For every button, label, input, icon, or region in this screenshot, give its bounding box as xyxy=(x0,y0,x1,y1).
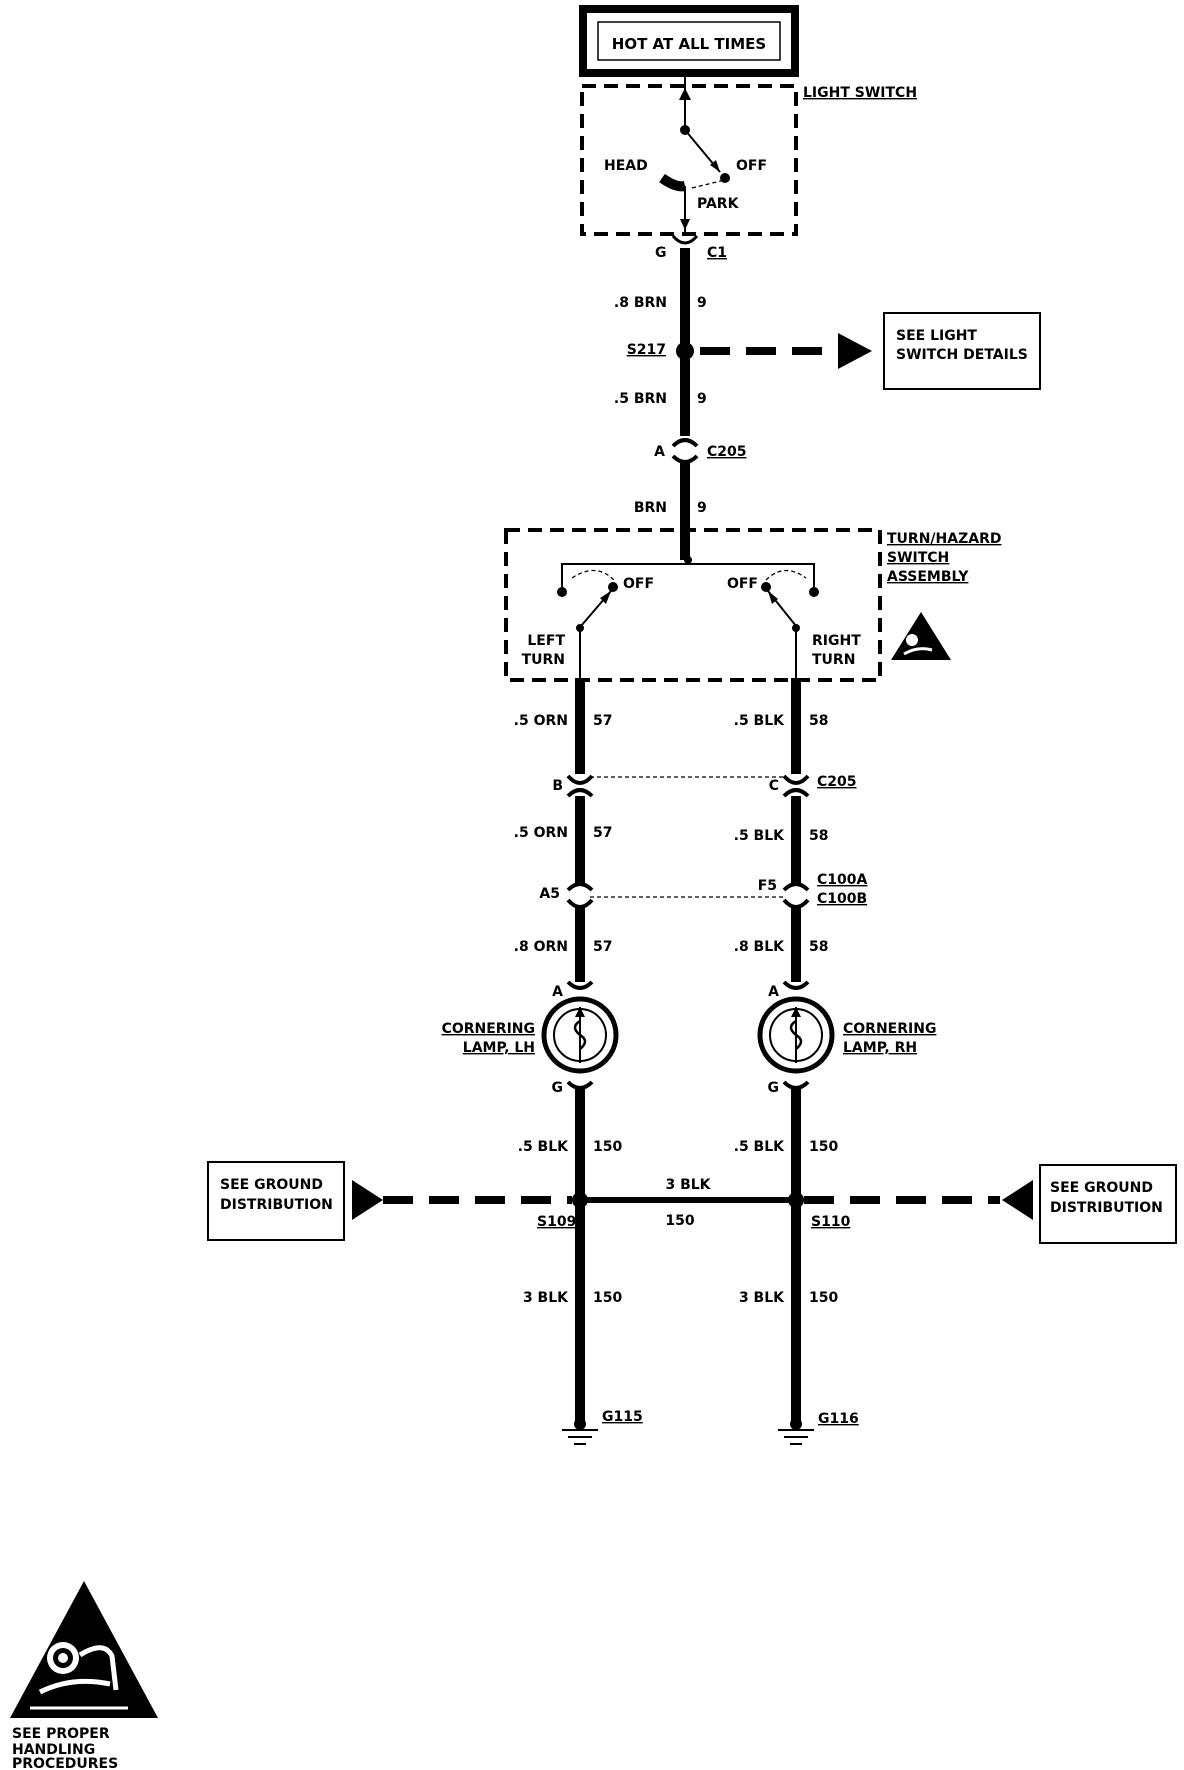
splice-s110: S110 xyxy=(811,1214,851,1230)
wire-rt1-gauge: .5 BLK xyxy=(734,713,786,729)
turn-hazard-switch: TURN/HAZARD SWITCH ASSEMBLY OFF LEFT TUR… xyxy=(504,528,1001,682)
c100-left-pin: A5 xyxy=(539,886,560,902)
switch-pos-off: OFF xyxy=(736,158,767,174)
left-turn-label-2: TURN xyxy=(522,652,565,668)
esd-note-line2: HANDLING xyxy=(12,1742,95,1758)
c100-right: F5 C100A C100B xyxy=(758,872,867,909)
lamp-lh-name-1: CORNERING xyxy=(442,1021,535,1037)
ground-left-line2: DISTRIBUTION xyxy=(220,1197,333,1213)
wire-lt1-gauge: .5 ORN xyxy=(514,713,568,729)
lamp-lh-pin-top: A xyxy=(552,984,563,1000)
see-light-switch-line2: SWITCH DETAILS xyxy=(896,347,1028,363)
wire-w3-circuit: 9 xyxy=(697,500,707,516)
ground-right-line2: DISTRIBUTION xyxy=(1050,1200,1163,1216)
wire-w2-gauge: .5 BRN xyxy=(614,391,667,407)
c1-pin: G xyxy=(655,245,667,261)
wire-rt3-gauge: .8 BLK xyxy=(734,939,786,955)
light-switch-name: LIGHT SWITCH xyxy=(803,85,917,101)
c1-connector: C1 xyxy=(707,245,727,261)
wire-w2-circuit: 9 xyxy=(697,391,707,407)
ground-g115: G115 xyxy=(562,1405,643,1445)
wire-w1-gauge: .8 BRN xyxy=(614,295,667,311)
wire-rt2-circuit: 58 xyxy=(809,828,828,844)
lamp-rh-pin-top: A xyxy=(768,984,779,1000)
turn-switch-name-1: TURN/HAZARD xyxy=(887,531,1001,547)
wire-rt2-gauge: .5 BLK xyxy=(734,828,786,844)
c205-mid-right-pin: C xyxy=(769,778,779,794)
see-light-switch-line1: SEE LIGHT xyxy=(896,328,977,344)
c205-mid-left-pin: B xyxy=(552,778,563,794)
ground-right-line1: SEE GROUND xyxy=(1050,1180,1153,1196)
esd-handling-note: SEE PROPER HANDLING PROCEDURES xyxy=(10,1581,158,1770)
wire-lg1-gauge: .5 BLK xyxy=(518,1139,570,1155)
wire-rt1-circuit: 58 xyxy=(809,713,828,729)
c205-mid-left: B xyxy=(552,774,594,798)
right-off-label: OFF xyxy=(727,576,758,592)
wire-lg1-circuit: 150 xyxy=(593,1139,622,1155)
power-source-box: HOT AT ALL TIMES xyxy=(579,5,799,77)
wire-rg2-circuit: 150 xyxy=(809,1290,838,1306)
c205-mid-right: C C205 xyxy=(769,774,857,798)
splice-s217: S217 xyxy=(627,342,666,358)
c100-name-b: C100B xyxy=(817,891,867,907)
wire-w3-gauge: BRN xyxy=(634,500,667,516)
cornering-lamp-lh: A CORNERING LAMP, LH G xyxy=(442,980,619,1096)
wire-lt2-circuit: 57 xyxy=(593,825,612,841)
wire-rg2-gauge: 3 BLK xyxy=(739,1290,785,1306)
ground-g116-label: G116 xyxy=(818,1411,859,1427)
light-switch: LIGHT SWITCH OFF HEAD PARK G C1 xyxy=(580,73,917,261)
turn-switch-name-2: SWITCH xyxy=(887,550,949,566)
lamp-rh-pin-bottom: G xyxy=(768,1080,780,1096)
lamp-rh-name-2: LAMP, RH xyxy=(843,1040,917,1056)
esd-hand-icon xyxy=(10,1581,158,1718)
wire-rg1-circuit: 150 xyxy=(809,1139,838,1155)
esd-note-line3: PROCEDURES xyxy=(12,1756,118,1770)
c205-mid-name: C205 xyxy=(817,774,857,790)
left-turn-label-1: LEFT xyxy=(527,633,565,649)
wire-lt3-circuit: 57 xyxy=(593,939,612,955)
wire-cross-gauge: 3 BLK xyxy=(665,1177,711,1193)
turn-switch-name-3: ASSEMBLY xyxy=(887,569,969,585)
esd-note-line1: SEE PROPER xyxy=(12,1726,110,1742)
ground-g116: G116 xyxy=(778,1405,859,1445)
see-ground-distribution-right: SEE GROUND DISTRIBUTION xyxy=(1039,1164,1177,1244)
wire-cross-circuit: 150 xyxy=(665,1213,694,1229)
switch-pos-head: HEAD xyxy=(604,158,648,174)
wire-rg1-gauge: .5 BLK xyxy=(734,1139,786,1155)
splice-s109: S109 xyxy=(537,1214,576,1230)
switch-pos-park: PARK xyxy=(697,196,740,212)
wire-w1-circuit: 9 xyxy=(697,295,707,311)
see-light-switch-details-box: SEE LIGHT SWITCH DETAILS xyxy=(883,312,1041,390)
right-turn-label-2: TURN xyxy=(812,652,855,668)
lamp-rh-name-1: CORNERING xyxy=(843,1021,936,1037)
wire-lg2-gauge: 3 BLK xyxy=(523,1290,569,1306)
ground-g115-label: G115 xyxy=(602,1409,643,1425)
wire-rt3-circuit: 58 xyxy=(809,939,828,955)
left-off-label: OFF xyxy=(623,576,654,592)
cornering-lamp-rh: A CORNERING LAMP, RH G xyxy=(757,980,936,1096)
c205-top-pin: A xyxy=(654,444,665,460)
lamp-lh-name-2: LAMP, LH xyxy=(463,1040,535,1056)
c100-right-pin: F5 xyxy=(758,878,777,894)
right-turn-label-1: RIGHT xyxy=(812,633,861,649)
light-switch-label: LIGHT SWITCH xyxy=(803,85,917,101)
lamp-lh-pin-bottom: G xyxy=(552,1080,564,1096)
wire-lg2-circuit: 150 xyxy=(593,1290,622,1306)
c100-left: A5 xyxy=(539,882,594,909)
see-ground-distribution-left: SEE GROUND DISTRIBUTION xyxy=(207,1161,345,1241)
c100-name-a: C100A xyxy=(817,872,867,888)
power-label: HOT AT ALL TIMES xyxy=(612,35,766,53)
c205-top-connector: A C205 xyxy=(654,436,747,464)
wire-lt2-gauge: .5 ORN xyxy=(514,825,568,841)
ground-left-line1: SEE GROUND xyxy=(220,1177,323,1193)
esd-warning-icon xyxy=(891,612,951,660)
c205-top-name: C205 xyxy=(707,444,747,460)
wire-lt1-circuit: 57 xyxy=(593,713,612,729)
wire-lt3-gauge: .8 ORN xyxy=(514,939,568,955)
